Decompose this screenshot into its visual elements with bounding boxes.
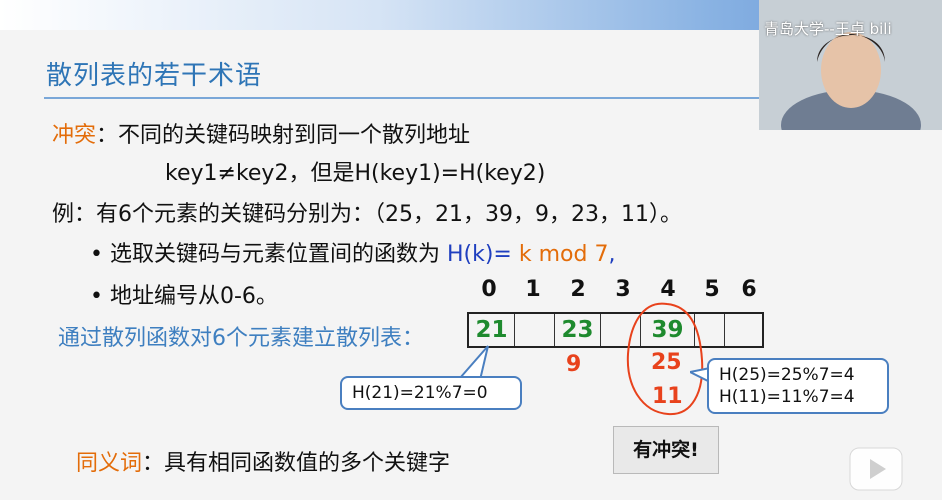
synonym-definition: 同义词：具有相同函数值的多个关键字 [76,445,450,477]
table-cell [725,314,762,346]
hash-notation: H(k)= [446,242,512,267]
table-cell [601,314,641,346]
webcam-video [759,0,942,130]
hash-expression: k mod 7 [511,242,609,267]
table-index: 0 [481,277,497,302]
table-cell: 21 [469,314,515,346]
synonym-text: 具有相同函数值的多个关键字 [164,451,451,476]
table-cell [515,314,555,346]
callout-line: H(25)=25%7=4 [719,365,855,385]
conflict-colon: ： [96,123,119,148]
table-index: 2 [570,277,586,302]
play-icon[interactable] [848,446,904,492]
bullet-comma: , [608,242,616,267]
watermark: 青岛大学--王卓 bili [764,20,892,38]
conflict-term: 冲突 [52,123,97,148]
synonym-term: 同义词 [76,451,143,476]
table-index: 1 [525,277,541,302]
bullet-address-range: • 地址编号从0-6。 [90,278,278,310]
title-divider [44,97,759,99]
table-cell [695,314,725,346]
collision-value: 11 [652,384,683,409]
presenter-video-frame [759,0,942,130]
conflict-text: 不同的关键码映射到同一个散列地址 [118,123,471,148]
table-cell: 39 [641,314,695,346]
collision-circle-annotation [626,302,704,416]
conflict-badge: 有冲突! [613,426,719,474]
table-index: 6 [741,277,757,302]
slide-title: 散列表的若干术语 [46,61,263,91]
callout-line: H(11)=11%7=4 [719,387,855,407]
synonym-colon: ： [142,451,165,476]
table-index: 5 [704,277,720,302]
collision-value: 9 [566,352,582,377]
conflict-formula: key1≠key2，但是H(key1)=H(key2) [165,161,546,186]
bullet-dot: • [90,284,103,309]
table-cell: 23 [555,314,601,346]
example-text: 例：有6个元素的关键码分别为：（25，21，39，9，23，11）。 [52,202,682,227]
bullet-text: 地址编号从0-6。 [109,284,278,309]
hash-table: 21 23 39 [467,312,764,348]
conflict-definition: 冲突：不同的关键码映射到同一个散列地址 [52,117,470,149]
bullet-hash-function: • 选取关键码与元素位置间的函数为 H(k)= k mod 7, [90,236,615,268]
bullet-dot: • [90,242,103,267]
callout-hash-collisions: H(25)=25%7=4 H(11)=11%7=4 [707,358,889,414]
bullet-text: 选取关键码与元素位置间的函数为 [109,242,447,267]
table-index: 4 [660,277,676,302]
collision-value: 25 [651,350,682,375]
table-index: 3 [615,277,631,302]
build-table-label: 通过散列函数对6个元素建立散列表： [58,326,424,351]
callout-hash-21: H(21)=21%7=0 [340,376,522,410]
